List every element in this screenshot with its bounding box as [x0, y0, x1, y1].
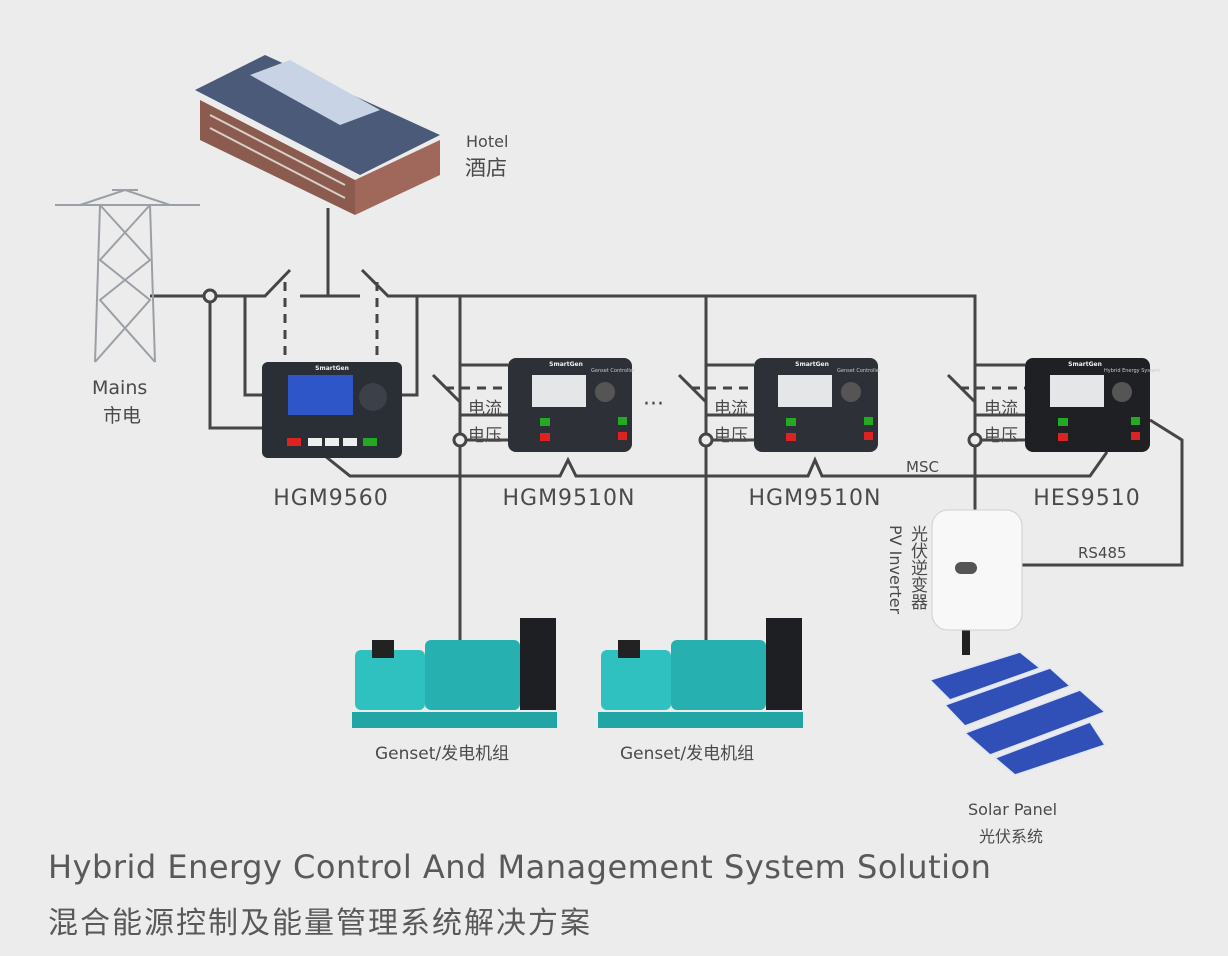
junctions	[202, 288, 983, 448]
title-cn: 混合能源控制及能量管理系统解决方案	[48, 906, 592, 941]
genset-icon	[352, 618, 557, 728]
controller-subtitle: Hybrid Energy System	[1104, 368, 1160, 374]
solar-panel-icon	[928, 651, 1107, 776]
hotel-label-en: Hotel	[466, 132, 509, 151]
genset-icon	[598, 618, 803, 728]
voltage-label: 电压	[984, 426, 1018, 446]
model-label: HGM9560	[273, 486, 389, 511]
controller-subtitle: Genset Controller	[837, 368, 881, 374]
controller-brand: SmartGen	[1068, 361, 1102, 368]
controller-hgm9510n-1[interactable]	[508, 358, 632, 452]
model-label: HGM9510N	[748, 486, 882, 511]
controller-hgm9510n-2[interactable]	[754, 358, 878, 452]
controller-brand: SmartGen	[549, 361, 583, 368]
current-label: 电流	[714, 399, 748, 419]
ellipsis: ···	[643, 392, 664, 417]
current-label: 电流	[468, 399, 502, 419]
mains-label-en: Mains	[92, 377, 148, 399]
model-label: HGM9510N	[502, 486, 636, 511]
genset-label: Genset/发电机组	[375, 744, 510, 764]
title-en: Hybrid Energy Control And Management Sys…	[48, 848, 992, 886]
solar-label-cn: 光伏系统	[979, 827, 1044, 846]
mains-label-cn: 市电	[103, 405, 142, 427]
msc-label: MSC	[906, 458, 939, 476]
controller-hgm9560[interactable]	[262, 362, 402, 458]
rs485-line	[1020, 418, 1184, 567]
current-label: 电流	[984, 399, 1018, 419]
genset-label: Genset/发电机组	[620, 744, 755, 764]
hotel-label-cn: 酒店	[465, 156, 507, 180]
controller-brand: SmartGen	[795, 361, 829, 368]
control-links	[283, 282, 1025, 390]
model-label: HES9510	[1033, 486, 1141, 511]
mains-bus	[150, 268, 292, 298]
voltage-label: 电压	[714, 426, 748, 446]
hotel-building-icon	[195, 55, 440, 215]
controller-brand: SmartGen	[315, 365, 349, 372]
voltage-label: 电压	[468, 426, 502, 446]
rs485-label: RS485	[1078, 544, 1127, 562]
wiring	[150, 208, 1184, 640]
controller-subtitle: Genset Controller	[591, 368, 635, 374]
inverter-label-en: PV Inverter	[886, 525, 905, 615]
inverter-label-cn: 光伏逆变器	[907, 525, 927, 610]
solar-label-en: Solar Panel	[968, 800, 1058, 819]
main-bus	[360, 268, 977, 515]
msc-line	[324, 451, 1109, 478]
transmission-tower-icon	[55, 188, 200, 363]
pv-inverter-icon	[931, 509, 1023, 655]
controller-hes9510[interactable]	[1025, 358, 1150, 452]
